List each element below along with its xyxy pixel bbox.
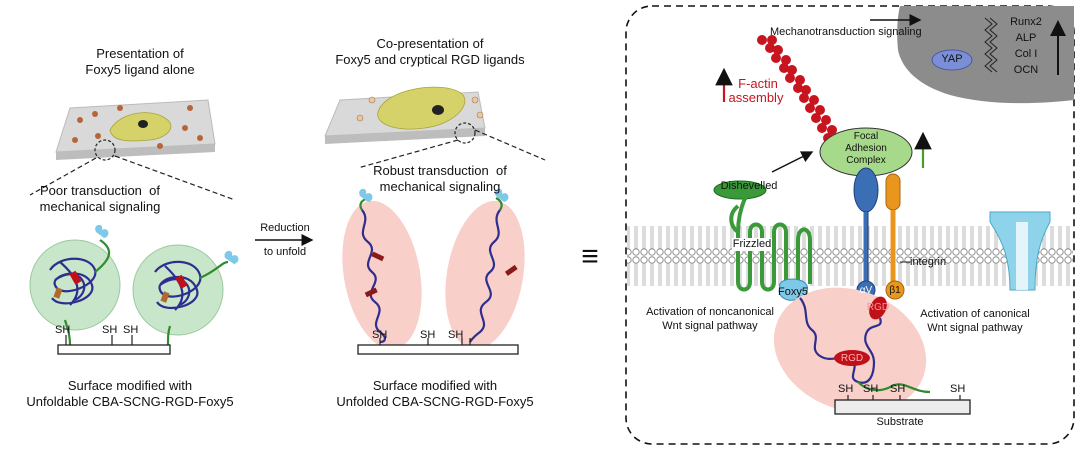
channel-pore bbox=[1016, 222, 1028, 290]
yap-label: YAP bbox=[941, 53, 963, 65]
left-title-line1: Presentation of bbox=[96, 46, 184, 61]
right-sh-label: SH bbox=[863, 383, 879, 395]
middle-caption-line2: mechanical signaling bbox=[379, 179, 501, 194]
left-sh-label: SH bbox=[123, 324, 139, 336]
marker-col-i: Col I bbox=[1014, 48, 1038, 60]
middle-title-line1: Co-presentation of bbox=[376, 36, 484, 51]
middle-sh-label: SH bbox=[448, 329, 464, 341]
marker-alp: ALP bbox=[1015, 32, 1037, 44]
fac-label-line2: Adhesion bbox=[845, 143, 887, 154]
equivalence-symbol: ≡ bbox=[581, 240, 599, 273]
factin-label-line1: F-actin bbox=[738, 76, 778, 91]
right-sh-label: SH bbox=[838, 383, 854, 395]
right-sh-label: SH bbox=[890, 383, 906, 395]
beta1-label: β1 bbox=[889, 285, 901, 296]
middle-cell-plate bbox=[324, 86, 546, 169]
mechanotransduction-label: Mechanotransduction signaling bbox=[770, 26, 922, 38]
left-caption-line2: mechanical signaling bbox=[39, 199, 161, 214]
frizzled-label: Frizzled bbox=[732, 238, 772, 251]
canonical-label-line2: Wnt signal pathway bbox=[927, 322, 1023, 334]
marker-runx2: Runx2 bbox=[1010, 16, 1042, 28]
middle-sh-label: SH bbox=[420, 329, 436, 341]
left-folded-molecule-1 bbox=[29, 224, 121, 346]
left-folded-molecule-2 bbox=[132, 244, 239, 346]
integrin-label: integrin bbox=[910, 256, 947, 268]
foxy5-label: Foxy5 bbox=[778, 286, 808, 298]
left-title-line2: Foxy5 ligand alone bbox=[85, 62, 195, 77]
middle-unfolded-molecule-2 bbox=[445, 188, 525, 350]
right-panel-frame bbox=[625, 5, 1075, 445]
rgd-label-1: RGD bbox=[866, 302, 890, 313]
marker-ocn: OCN bbox=[1013, 64, 1039, 76]
reduction-label: Reduction bbox=[260, 222, 310, 234]
substrate-label: Substrate bbox=[876, 416, 924, 428]
rgd-label-2: RGD bbox=[840, 353, 864, 364]
canonical-label-line1: Activation of canonical bbox=[920, 308, 1030, 320]
fac-label-line1: Focal bbox=[853, 131, 879, 142]
right-substrate bbox=[834, 395, 971, 415]
left-sh-label: SH bbox=[102, 324, 118, 336]
middle-sh-label: SH bbox=[372, 329, 388, 341]
noncanonical-label-line2: Wnt signal pathway bbox=[662, 320, 758, 332]
left-surface-line1: Surface modified with bbox=[67, 378, 193, 393]
factin-label-line2: assembly bbox=[728, 90, 784, 105]
middle-substrate bbox=[357, 338, 519, 355]
middle-caption-line1: Robust transduction of bbox=[373, 163, 507, 178]
unfold-label: to unfold bbox=[263, 246, 307, 258]
left-caption-line1: Poor transduction of bbox=[40, 183, 160, 198]
left-cell-plate bbox=[29, 99, 236, 201]
left-substrate bbox=[57, 335, 171, 355]
noncanonical-label-line1: Activation of noncanonical bbox=[646, 306, 774, 318]
middle-unfolded-molecule-1 bbox=[342, 188, 422, 350]
integrin-beta1 bbox=[885, 173, 905, 300]
fac-label-line3: Complex bbox=[846, 155, 886, 166]
nucleus bbox=[897, 6, 1074, 104]
alpha-v-label: αV bbox=[859, 285, 873, 296]
dishevelled-to-fac-arrow bbox=[771, 151, 814, 173]
middle-surface-line1: Surface modified with bbox=[372, 378, 498, 393]
unfolded-chain-right bbox=[773, 287, 931, 413]
middle-surface-line2: Unfolded CBA-SCNG-RGD-Foxy5 bbox=[336, 394, 534, 409]
left-surface-line2: Unfoldable CBA-SCNG-RGD-Foxy5 bbox=[26, 394, 234, 409]
left-sh-label: SH bbox=[55, 324, 71, 336]
dishevelled-label: Dishevelled bbox=[720, 180, 778, 192]
right-sh-label: SH bbox=[950, 383, 966, 395]
integrin-alpha-v bbox=[853, 167, 879, 300]
middle-title-line2: Foxy5 and cryptical RGD ligands bbox=[335, 52, 525, 67]
